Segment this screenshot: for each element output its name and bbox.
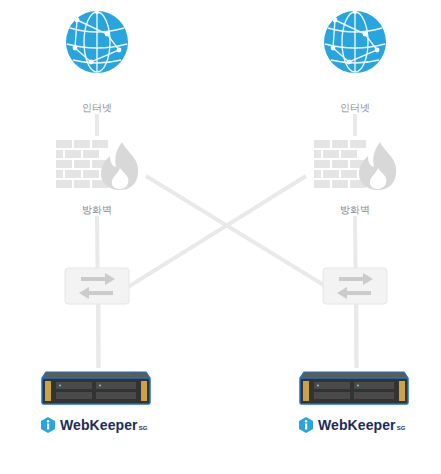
product-name: WebKeeper <box>318 417 396 433</box>
node-label: 방화벽 <box>52 203 142 216</box>
internet-node: 인터넷 <box>315 6 395 114</box>
logo-text: WebKeeperSG <box>60 416 147 434</box>
internet-globe <box>66 10 128 73</box>
product-suffix: SG <box>397 425 406 431</box>
product-name: WebKeeper <box>60 417 138 433</box>
server-node: WebKeeperSG <box>294 368 419 438</box>
firewall-node: 방화벽 <box>52 136 142 216</box>
switch-icon <box>65 268 129 304</box>
network-link <box>353 114 357 136</box>
logo-mark <box>299 417 313 433</box>
server-appliance <box>42 372 150 404</box>
internet-node: 인터넷 <box>57 6 137 114</box>
product-suffix: SG <box>139 425 148 431</box>
node-label: 인터넷 <box>57 101 137 114</box>
firewall-node: 방화벽 <box>310 136 400 216</box>
node-label: 방화벽 <box>310 203 400 216</box>
server-node: WebKeeperSG <box>36 368 161 438</box>
firewall-icon <box>56 140 138 190</box>
internet-globe <box>324 10 386 73</box>
node-label: 인터넷 <box>315 101 395 114</box>
logo-text: WebKeeperSG <box>318 416 405 434</box>
switch-icon <box>323 268 387 304</box>
logo-mark <box>41 417 55 433</box>
server-appliance <box>300 372 408 404</box>
network-link <box>95 114 99 136</box>
network-link <box>99 176 307 368</box>
firewall-icon <box>314 140 396 190</box>
